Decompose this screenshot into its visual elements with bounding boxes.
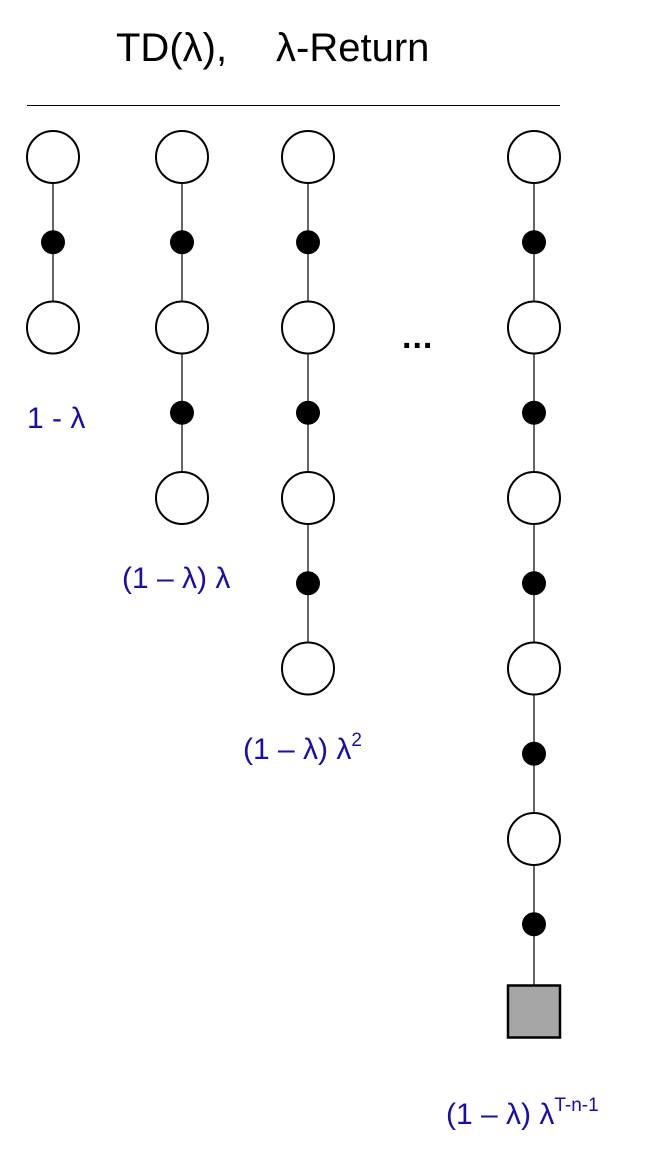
action-node — [170, 230, 194, 255]
state-node — [507, 812, 561, 866]
title-lambda-return: λ-Return — [276, 26, 430, 70]
terminal-state-square — [506, 984, 562, 1039]
state-node — [507, 300, 561, 355]
state-node — [281, 300, 335, 355]
weight-base: (1 – λ) λ — [446, 1098, 555, 1131]
action-node — [296, 400, 320, 425]
state-node — [281, 641, 335, 696]
action-node — [522, 400, 546, 425]
weight-label-three-step: (1 – λ) λ2 — [243, 730, 362, 767]
state-node — [281, 471, 335, 525]
weight-base: (1 – λ) λ — [122, 562, 231, 595]
weight-exponent: T-n-1 — [554, 1095, 599, 1116]
weight-label-one-step: 1 - λ — [27, 402, 85, 436]
action-node — [522, 912, 546, 937]
state-node — [281, 130, 335, 184]
action-node — [522, 571, 546, 596]
weight-label-two-step: (1 – λ) λ — [122, 562, 230, 596]
ellipsis: ... — [402, 318, 434, 356]
action-node — [522, 741, 546, 766]
action-node — [170, 400, 194, 425]
action-node — [41, 230, 65, 255]
state-node — [155, 300, 209, 355]
weight-exponent: 2 — [351, 730, 362, 751]
header-divider — [27, 105, 560, 106]
state-node — [26, 300, 80, 355]
title-td-lambda: TD(λ), — [116, 26, 228, 70]
weight-label-monte-carlo: (1 – λ) λT-n-1 — [446, 1095, 599, 1132]
state-node — [507, 471, 561, 525]
weight-base: (1 – λ) λ — [243, 733, 352, 766]
state-node — [155, 130, 209, 184]
action-node — [296, 230, 320, 255]
state-node — [507, 130, 561, 184]
weight-base: 1 - λ — [27, 402, 86, 435]
state-node — [507, 641, 561, 696]
action-node — [522, 230, 546, 255]
state-node — [155, 471, 209, 525]
state-node — [26, 130, 80, 184]
action-node — [296, 571, 320, 596]
